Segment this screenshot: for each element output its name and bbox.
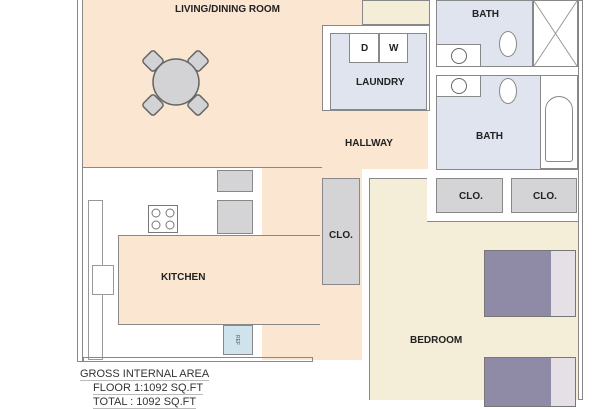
dryer: D xyxy=(349,33,379,63)
kitchen-sink xyxy=(92,265,114,295)
bedroom-label: BEDROOM xyxy=(410,335,463,346)
refrigerator: REF xyxy=(223,325,253,355)
laundry-room xyxy=(330,33,427,110)
laundry-label: LAUNDRY xyxy=(356,77,405,88)
hallway xyxy=(322,111,428,169)
sink-bottom xyxy=(436,75,481,97)
bath-bottom-label: BATH xyxy=(476,131,504,142)
bath-top-label: BATH xyxy=(472,9,500,20)
area-heading: GROSS INTERNAL AREA xyxy=(80,368,210,381)
dining-table-icon xyxy=(142,50,209,116)
floor-plan: LIVING/DINING ROOM D W LAUNDRY HALLWAY B… xyxy=(77,0,583,409)
kitchen-cabinet-1 xyxy=(217,170,253,192)
bed-1 xyxy=(484,250,576,317)
bed-2 xyxy=(484,357,576,407)
closet-2 xyxy=(511,178,577,213)
washer: W xyxy=(379,33,408,63)
toilet-top xyxy=(499,31,517,57)
closet-1-label: CLO. xyxy=(459,191,483,202)
kitchen-cabinet-2 xyxy=(217,200,253,234)
bathtub xyxy=(540,75,578,169)
stove-icon xyxy=(148,205,178,233)
kitchen xyxy=(118,235,320,325)
kitchen-bottom-wall xyxy=(83,357,313,362)
living-dining-room xyxy=(83,0,362,168)
toilet-bottom xyxy=(499,78,517,104)
shower-icon xyxy=(533,0,578,67)
hall-closet xyxy=(322,178,360,285)
entry xyxy=(362,0,430,25)
hallway-label: HALLWAY xyxy=(345,138,393,149)
bedroom xyxy=(369,178,427,400)
living-room-label: LIVING/DINING ROOM xyxy=(175,4,280,15)
sink-top xyxy=(436,44,481,67)
closet-1 xyxy=(436,178,503,213)
area-floor: FLOOR 1:1092 SQ.FT xyxy=(93,382,204,395)
closet-2-label: CLO. xyxy=(533,191,557,202)
outer-wall-left xyxy=(77,0,83,362)
area-total: TOTAL : 1092 SQ.FT xyxy=(93,396,197,409)
hall-closet-label: CLO. xyxy=(329,230,353,241)
outer-wall-right xyxy=(578,0,583,400)
kitchen-label: KITCHEN xyxy=(161,272,206,283)
